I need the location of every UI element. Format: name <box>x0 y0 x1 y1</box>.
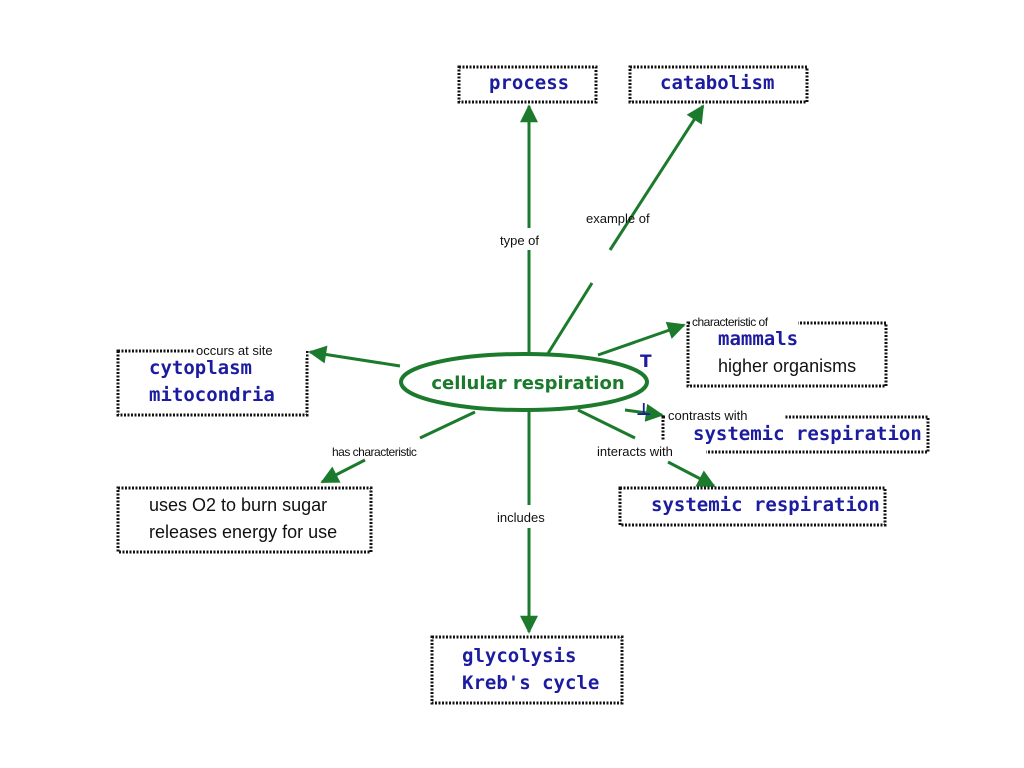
node-catabolism[interactable]: catabolism <box>628 65 809 104</box>
node-mammals-sub: higher organisms <box>718 356 856 376</box>
center-concept[interactable]: cellular respiration <box>399 352 649 412</box>
node-site-line2: mitocondria <box>149 384 275 406</box>
label-interacts-with: interacts with <box>597 444 673 459</box>
link-interacts-with-arrow <box>667 460 716 488</box>
label-has-characteristic: has characteristic <box>332 445 417 459</box>
marker-bottom: ⊥ <box>636 400 652 420</box>
node-includes[interactable]: glycolysis Kreb's cycle <box>430 635 624 705</box>
node-process-label: process <box>489 72 569 94</box>
link-example-of-arrow <box>608 104 705 251</box>
node-process[interactable]: process <box>457 65 598 104</box>
label-characteristic-of: characteristic of <box>692 315 769 329</box>
node-includes-line1: glycolysis <box>462 645 576 667</box>
node-includes-line2: Kreb's cycle <box>462 672 599 694</box>
label-includes: includes <box>497 510 545 525</box>
link-has-characteristic <box>419 410 476 440</box>
node-mammals-title: mammals <box>718 328 798 350</box>
node-characteristic-line2: releases energy for use <box>149 522 337 542</box>
link-occurs-at-site <box>308 345 401 368</box>
node-characteristic-line1: uses O2 to burn sugar <box>149 495 327 515</box>
center-concept-label: cellular respiration <box>431 373 624 394</box>
node-site[interactable]: occurs at site cytoplasm mitocondria <box>116 343 309 417</box>
link-has-characteristic-arrow <box>320 458 366 484</box>
label-example-of: example of <box>586 211 650 226</box>
label-contrasts-with: contrasts with <box>668 408 747 423</box>
node-contrasts-label: systemic respiration <box>693 423 922 445</box>
link-interacts-with <box>577 408 636 440</box>
marker-top: T <box>640 352 652 372</box>
node-site-line1: cytoplasm <box>149 357 252 379</box>
link-example-of <box>545 282 594 356</box>
connectors <box>308 104 716 634</box>
node-mammals[interactable]: characteristic of mammals higher organis… <box>686 314 888 388</box>
node-interacts[interactable]: systemic respiration <box>618 486 887 527</box>
link-characteristic-of <box>597 321 686 357</box>
node-characteristic[interactable]: uses O2 to burn sugar releases energy fo… <box>116 486 373 554</box>
node-interacts-label: systemic respiration <box>651 494 880 516</box>
label-type-of: type of <box>500 233 539 248</box>
link-contrasts-with <box>624 403 664 422</box>
node-catabolism-label: catabolism <box>660 72 774 94</box>
label-occurs-at-site: occurs at site <box>196 343 273 358</box>
node-contrasts[interactable]: contrasts with systemic respiration <box>661 408 930 454</box>
